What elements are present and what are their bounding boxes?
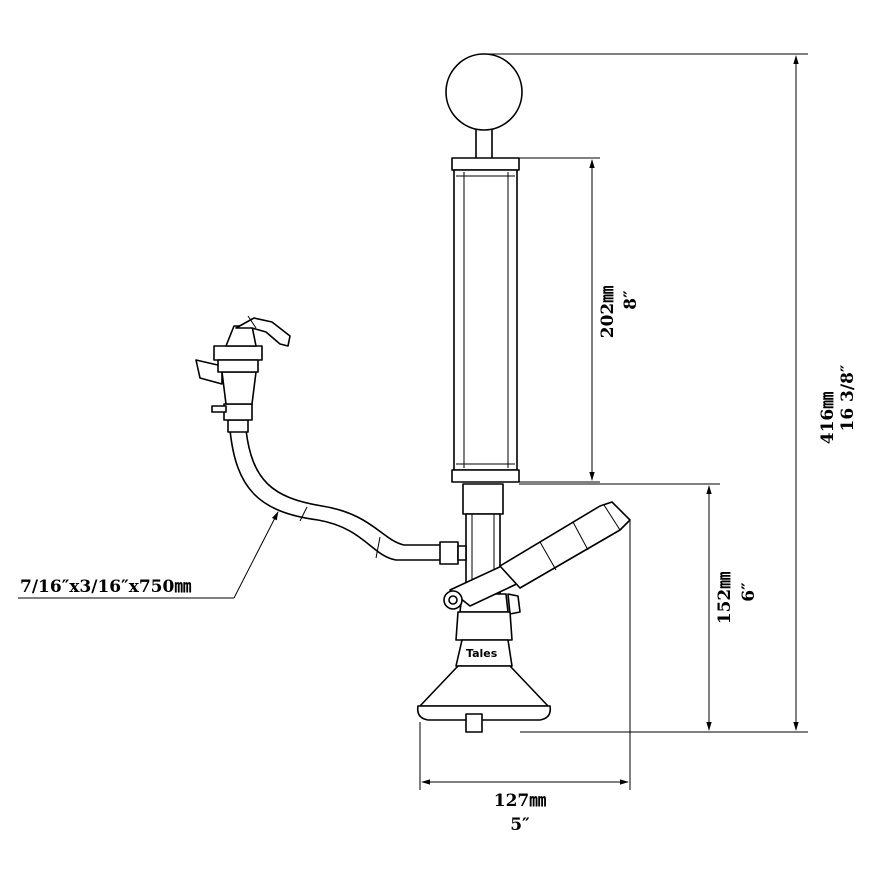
coupler-lever: [443, 501, 631, 615]
brand-label: Tales: [466, 647, 498, 660]
hose-spec-label: 7/16″x3/16″x750㎜: [20, 577, 191, 597]
coupler-body: Tales: [416, 611, 552, 733]
total-height-metric: 416㎜: [818, 392, 838, 445]
dimension-coupler-height: 152㎜ 6″: [519, 483, 759, 731]
coupler-height-imperial: 6″: [739, 582, 759, 602]
coupler-height-metric: 152㎜: [715, 572, 735, 625]
pump-cylinder: [451, 157, 520, 483]
pump-handle-knob: [445, 53, 523, 161]
base-width-imperial: 5″: [510, 815, 530, 835]
beer-hose: [227, 419, 467, 565]
dimension-total-height: 416㎜ 16 3/8″: [484, 53, 858, 733]
beer-faucet: [195, 315, 291, 421]
cylinder-height-imperial: 8″: [621, 290, 641, 310]
dimension-cylinder-height: 202㎜ 8″: [519, 157, 641, 483]
total-height-imperial: 16 3/8″: [838, 364, 858, 431]
base-width-metric: 127㎜: [494, 791, 547, 811]
cylinder-height-metric: 202㎜: [598, 286, 618, 339]
dimension-base-width: 127㎜ 5″: [419, 520, 631, 835]
hose-spec-callout: 7/16″x3/16″x750㎜: [18, 511, 279, 599]
